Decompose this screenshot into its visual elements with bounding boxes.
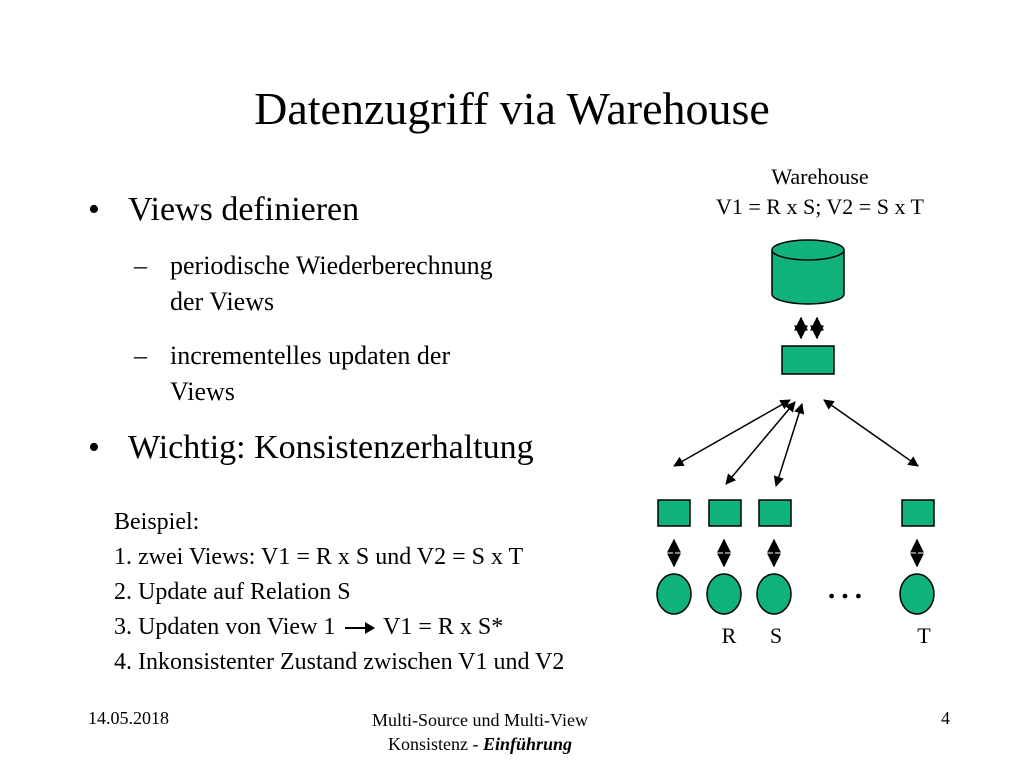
sub-bullet-periodische: – periodische Wiederberechnung der Views	[134, 248, 640, 320]
footer-title-line-2: Konsistenz - Einführung	[330, 732, 630, 756]
monitor-box	[708, 499, 742, 527]
example-line-3-start: 3. Updaten von View 1	[114, 614, 336, 640]
integrator-monitor-arrow	[773, 402, 805, 488]
warehouse-database-icon	[771, 239, 845, 305]
footer-date: 14.05.2018	[88, 708, 169, 728]
source-node	[656, 573, 692, 615]
integrator-monitor-arrow	[673, 399, 791, 467]
source-label-t: T	[917, 623, 931, 648]
sub-bullet-mark: –	[134, 341, 147, 370]
example-line-3: 3. Updaten von View 1 V1 = R x S*	[114, 610, 564, 645]
footer-title: Multi-Source und Multi-View Konsistenz -…	[330, 708, 630, 756]
warehouse-title: Warehouse	[771, 164, 869, 189]
bullet-text: Views definieren	[128, 191, 360, 228]
source-node	[706, 573, 742, 615]
monitor-box	[901, 499, 935, 527]
sub-bullet-line: der Views	[170, 287, 275, 316]
example-line-4: 4. Inkonsistenter Zustand zwischen V1 un…	[114, 649, 565, 675]
warehouse-label: Warehouse V1 = R x S; V2 = S x T	[690, 162, 950, 222]
warehouse-views: V1 = R x S; V2 = S x T	[716, 194, 924, 219]
example-line-3-end: V1 = R x S*	[383, 614, 504, 640]
sub-bullet-line: Views	[170, 377, 235, 406]
example-line-2: 2. Update auf Relation S	[114, 579, 351, 605]
footer-title-prefix: Konsistenz -	[387, 734, 483, 754]
ellipsis: …	[825, 562, 865, 607]
source-node	[899, 573, 935, 615]
source-node	[756, 573, 792, 615]
integrator-box	[781, 345, 835, 375]
sub-bullet-line: incrementelles updaten der	[170, 341, 451, 370]
footer-title-line-1: Multi-Source und Multi-View	[372, 710, 588, 730]
source-label-s: S	[770, 623, 782, 648]
bullet-mark: •	[88, 191, 100, 228]
integrator-monitor-arrow	[823, 399, 919, 467]
page-number: 4	[941, 708, 950, 728]
monitor-box	[657, 499, 691, 527]
source-label-r: R	[722, 623, 737, 648]
example-line-1: 1. zwei Views: V1 = R x S und V2 = S x T	[114, 544, 524, 570]
sub-bullet-incrementelles: – incrementelles updaten der Views	[134, 338, 640, 410]
bullet-konsistenzerhaltung: • Wichtig: Konsistenzerhaltung	[88, 428, 688, 468]
sub-bullet-line: periodische Wiederberechnung	[170, 251, 493, 280]
right-arrow-icon	[345, 622, 376, 635]
sub-bullet-mark: –	[134, 251, 147, 280]
example-box: Beispiel: 1. zwei Views: V1 = R x S und …	[114, 505, 564, 680]
slide-title: Datenzugriff via Warehouse	[254, 83, 770, 134]
bullet-text: Wichtig: Konsistenzerhaltung	[128, 429, 534, 466]
footer-title-emphasis: Einführung	[482, 734, 573, 754]
example-heading: Beispiel:	[114, 509, 200, 535]
bullet-mark: •	[88, 429, 100, 466]
integrator-monitor-arrow	[725, 401, 796, 485]
monitor-box	[758, 499, 792, 527]
bullet-views-definieren: • Views definieren	[88, 190, 648, 230]
